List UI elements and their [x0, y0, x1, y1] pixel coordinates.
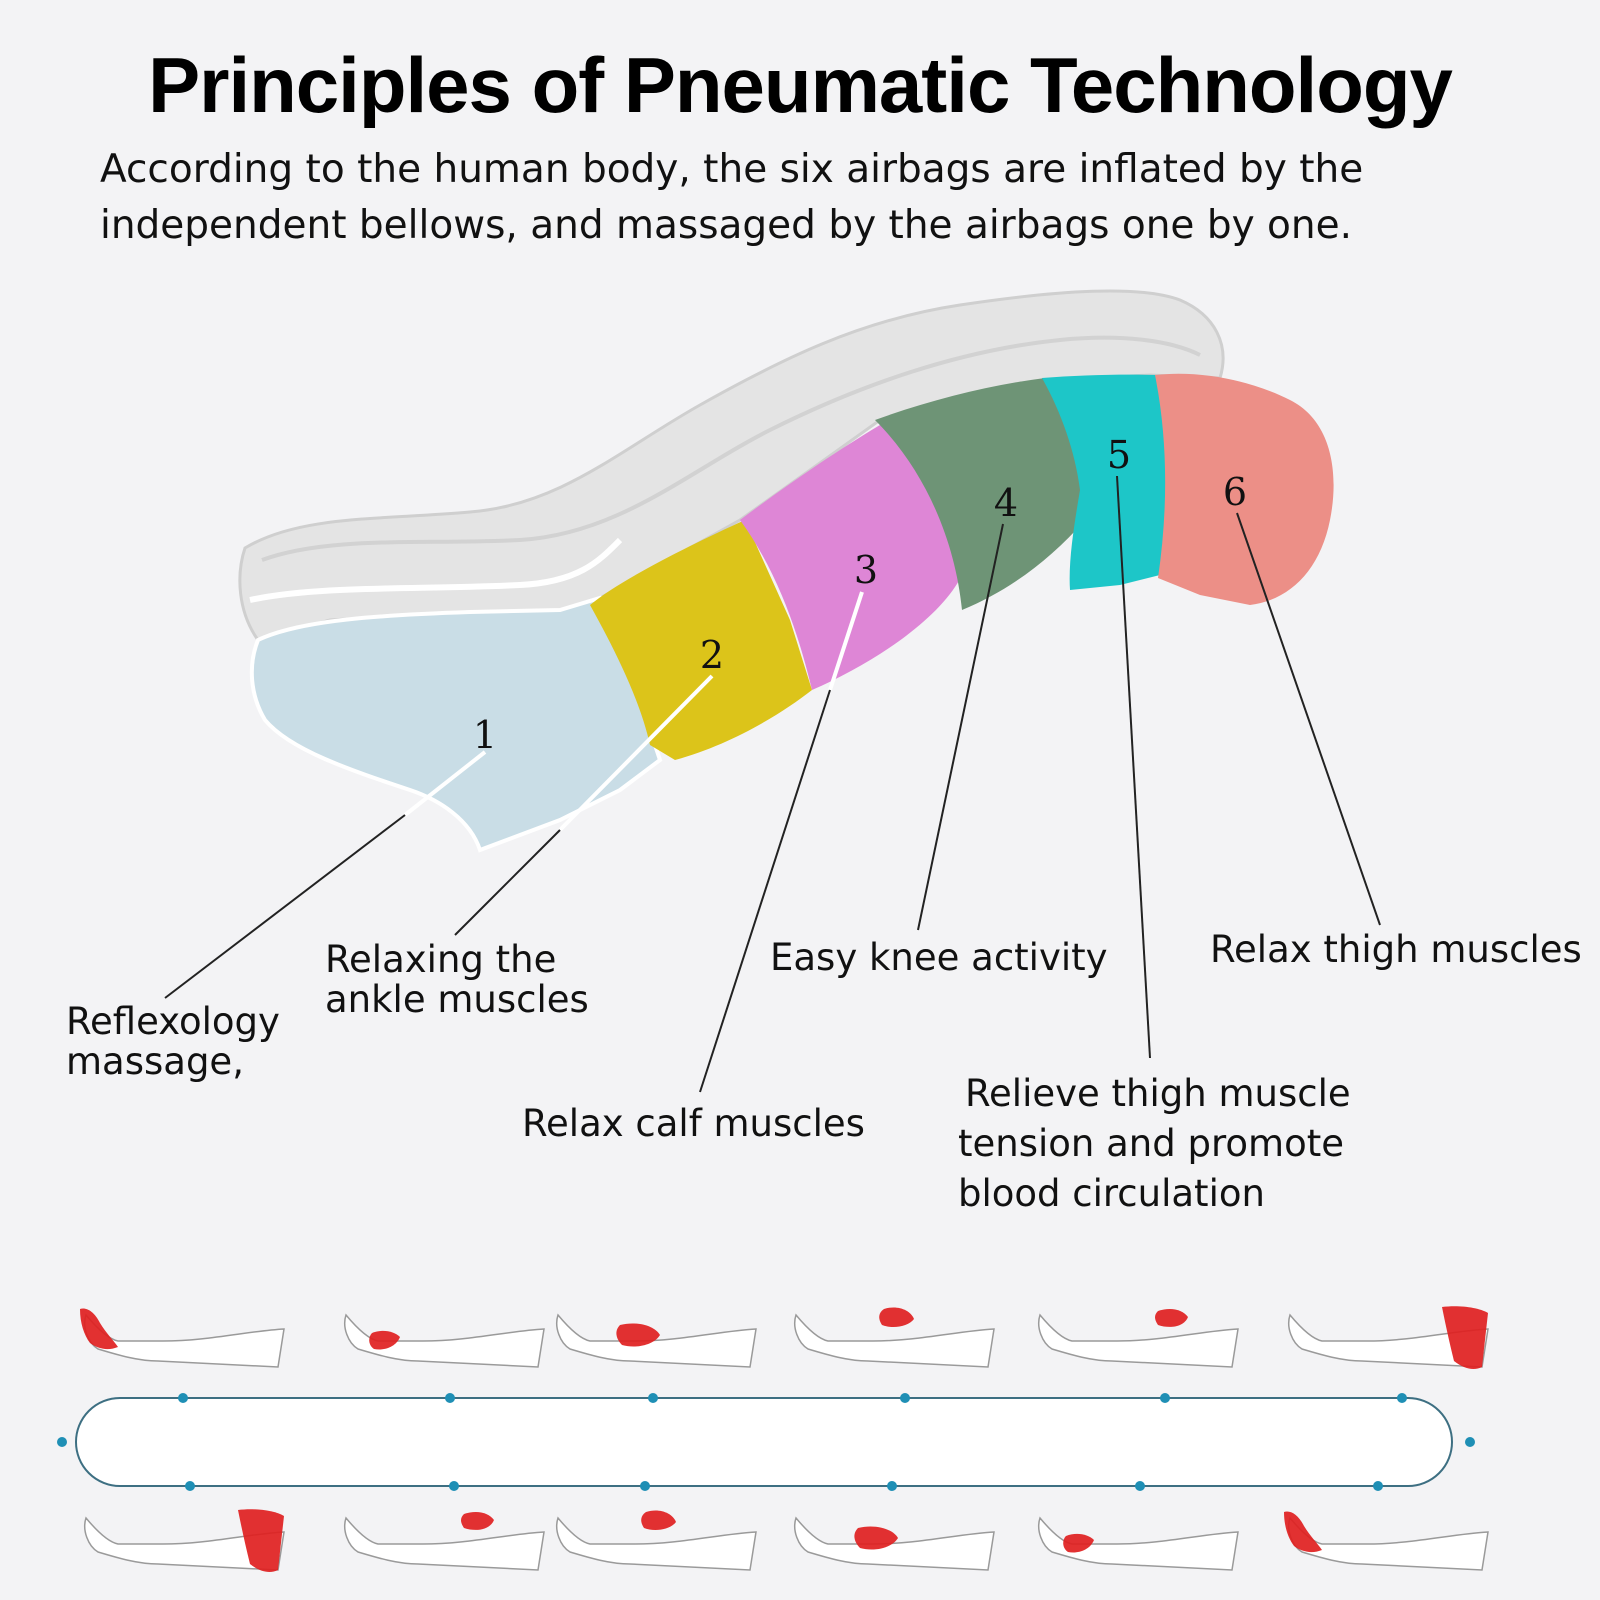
page-subtitle: According to the human body, the six air…	[100, 147, 1364, 248]
leg-icon-top-4	[794, 1307, 995, 1368]
leader-line-3-white	[828, 591, 864, 691]
airbag-label-1-line: massage,	[66, 1040, 244, 1083]
airbag-label-6-line: Relax thigh muscles	[1210, 928, 1582, 971]
leg-outline	[1038, 1313, 1239, 1368]
airbag-label-3: Relax calf muscles	[522, 1102, 865, 1145]
leg-outline	[344, 1516, 545, 1571]
active-airbag-1	[80, 1308, 118, 1350]
airbag-label-5-line: Relieve thigh muscle	[965, 1072, 1351, 1115]
track-node	[1135, 1481, 1145, 1491]
cycle-top-row	[80, 1306, 1489, 1369]
track-node	[57, 1437, 67, 1447]
leg-icon-bottom-3	[556, 1510, 757, 1571]
sleeve-inner-fold	[261, 335, 1201, 562]
leg-icon-bottom-2	[344, 1512, 545, 1571]
leg-outline	[84, 1313, 285, 1368]
airbag-label-3-line: Relax calf muscles	[522, 1102, 865, 1145]
leg-icon-top-3	[556, 1313, 757, 1368]
track-node	[185, 1481, 195, 1491]
active-airbag-4	[879, 1307, 914, 1327]
track-node	[1373, 1481, 1383, 1491]
track-node	[900, 1393, 910, 1403]
airbag-6	[1155, 373, 1334, 605]
airbag-label-5-line: tension and promote	[958, 1122, 1344, 1165]
page-title: Principles of Pneumatic Technology	[148, 41, 1453, 129]
leg-outline	[556, 1516, 757, 1571]
leg-outline	[1288, 1516, 1489, 1571]
airbag-number-2: 2	[700, 633, 724, 677]
inflation-cycle	[57, 1306, 1489, 1572]
leader-line-1	[164, 814, 406, 999]
track-node	[640, 1481, 650, 1491]
leg-icon-bottom-1	[84, 1509, 285, 1572]
leg-outline	[794, 1313, 995, 1368]
airbag-label-2-line: ankle muscles	[325, 978, 589, 1021]
active-airbag-2	[1063, 1533, 1094, 1553]
cycle-track-nodes	[57, 1393, 1475, 1491]
leg-outline	[794, 1516, 995, 1571]
leg-outline	[1288, 1313, 1489, 1368]
leader-line-2	[454, 829, 561, 936]
track-node	[445, 1393, 455, 1403]
airbag-3	[740, 425, 962, 690]
cycle-bottom-row	[84, 1509, 1489, 1572]
leader-line-3	[699, 689, 831, 1093]
airbag-label-1: Reflexology massage,	[66, 1000, 292, 1083]
airbag-label-2-line: Relaxing the	[325, 938, 556, 981]
track-node	[1160, 1393, 1170, 1403]
active-airbag-3	[616, 1323, 660, 1347]
cycle-track	[75, 1397, 1453, 1487]
leg-icon-bottom-6	[1284, 1511, 1489, 1571]
airbag-label-6: Relax thigh muscles	[1210, 928, 1582, 971]
airbag-4	[875, 378, 1086, 610]
leg-icon-top-6	[1288, 1306, 1489, 1369]
airbag-label-1-line: Reflexology	[66, 1000, 280, 1043]
active-airbag-5	[461, 1512, 494, 1530]
track-node	[648, 1393, 658, 1403]
active-airbag-3	[854, 1526, 898, 1550]
airbag-number-1: 1	[473, 713, 497, 757]
airbag-label-2: Relaxing the ankle muscles	[325, 938, 589, 1021]
active-airbag-6	[238, 1509, 284, 1572]
active-airbag-2	[369, 1330, 400, 1350]
leader-line-1-white	[403, 750, 487, 817]
leader-line-6	[1236, 512, 1381, 926]
leg-icon-bottom-5	[1038, 1516, 1239, 1571]
active-airbag-6	[1442, 1306, 1488, 1369]
track-node	[178, 1393, 188, 1403]
airbag-number-5: 5	[1107, 433, 1131, 477]
airbag-label-5: Relieve thigh muscle tension and promote…	[958, 1072, 1362, 1215]
airbag-5	[1042, 374, 1168, 590]
active-airbag-5	[1155, 1309, 1188, 1327]
track-node	[1397, 1393, 1407, 1403]
active-airbag-4	[641, 1510, 676, 1530]
active-airbag-1	[1284, 1511, 1322, 1553]
airbag-number-6: 6	[1223, 470, 1247, 514]
airbag-1	[249, 595, 663, 853]
track-node	[449, 1481, 459, 1491]
airbag-label-5-line: blood circulation	[958, 1172, 1265, 1215]
leader-line-5	[1116, 475, 1151, 1059]
leg-outline	[84, 1516, 285, 1571]
leg-icon-top-1	[80, 1308, 285, 1368]
airbag-2	[590, 520, 812, 760]
leg-icon-top-5	[1038, 1309, 1239, 1368]
leg-outline	[556, 1313, 757, 1368]
leader-line-4	[917, 523, 1004, 931]
sleeve-edge	[249, 537, 623, 603]
track-node	[1465, 1437, 1475, 1447]
airbag-label-4-line: Easy knee activity	[770, 936, 1108, 979]
sleeve-shell	[238, 289, 1225, 642]
leader-line-2-white	[558, 674, 714, 832]
leg-icon-bottom-4	[794, 1516, 995, 1571]
airbag-number-4: 4	[994, 481, 1018, 525]
track-node	[887, 1481, 897, 1491]
airbag-number-3: 3	[854, 548, 878, 592]
leg-icon-top-2	[344, 1313, 545, 1368]
airbag-label-4: Easy knee activity	[770, 936, 1108, 979]
